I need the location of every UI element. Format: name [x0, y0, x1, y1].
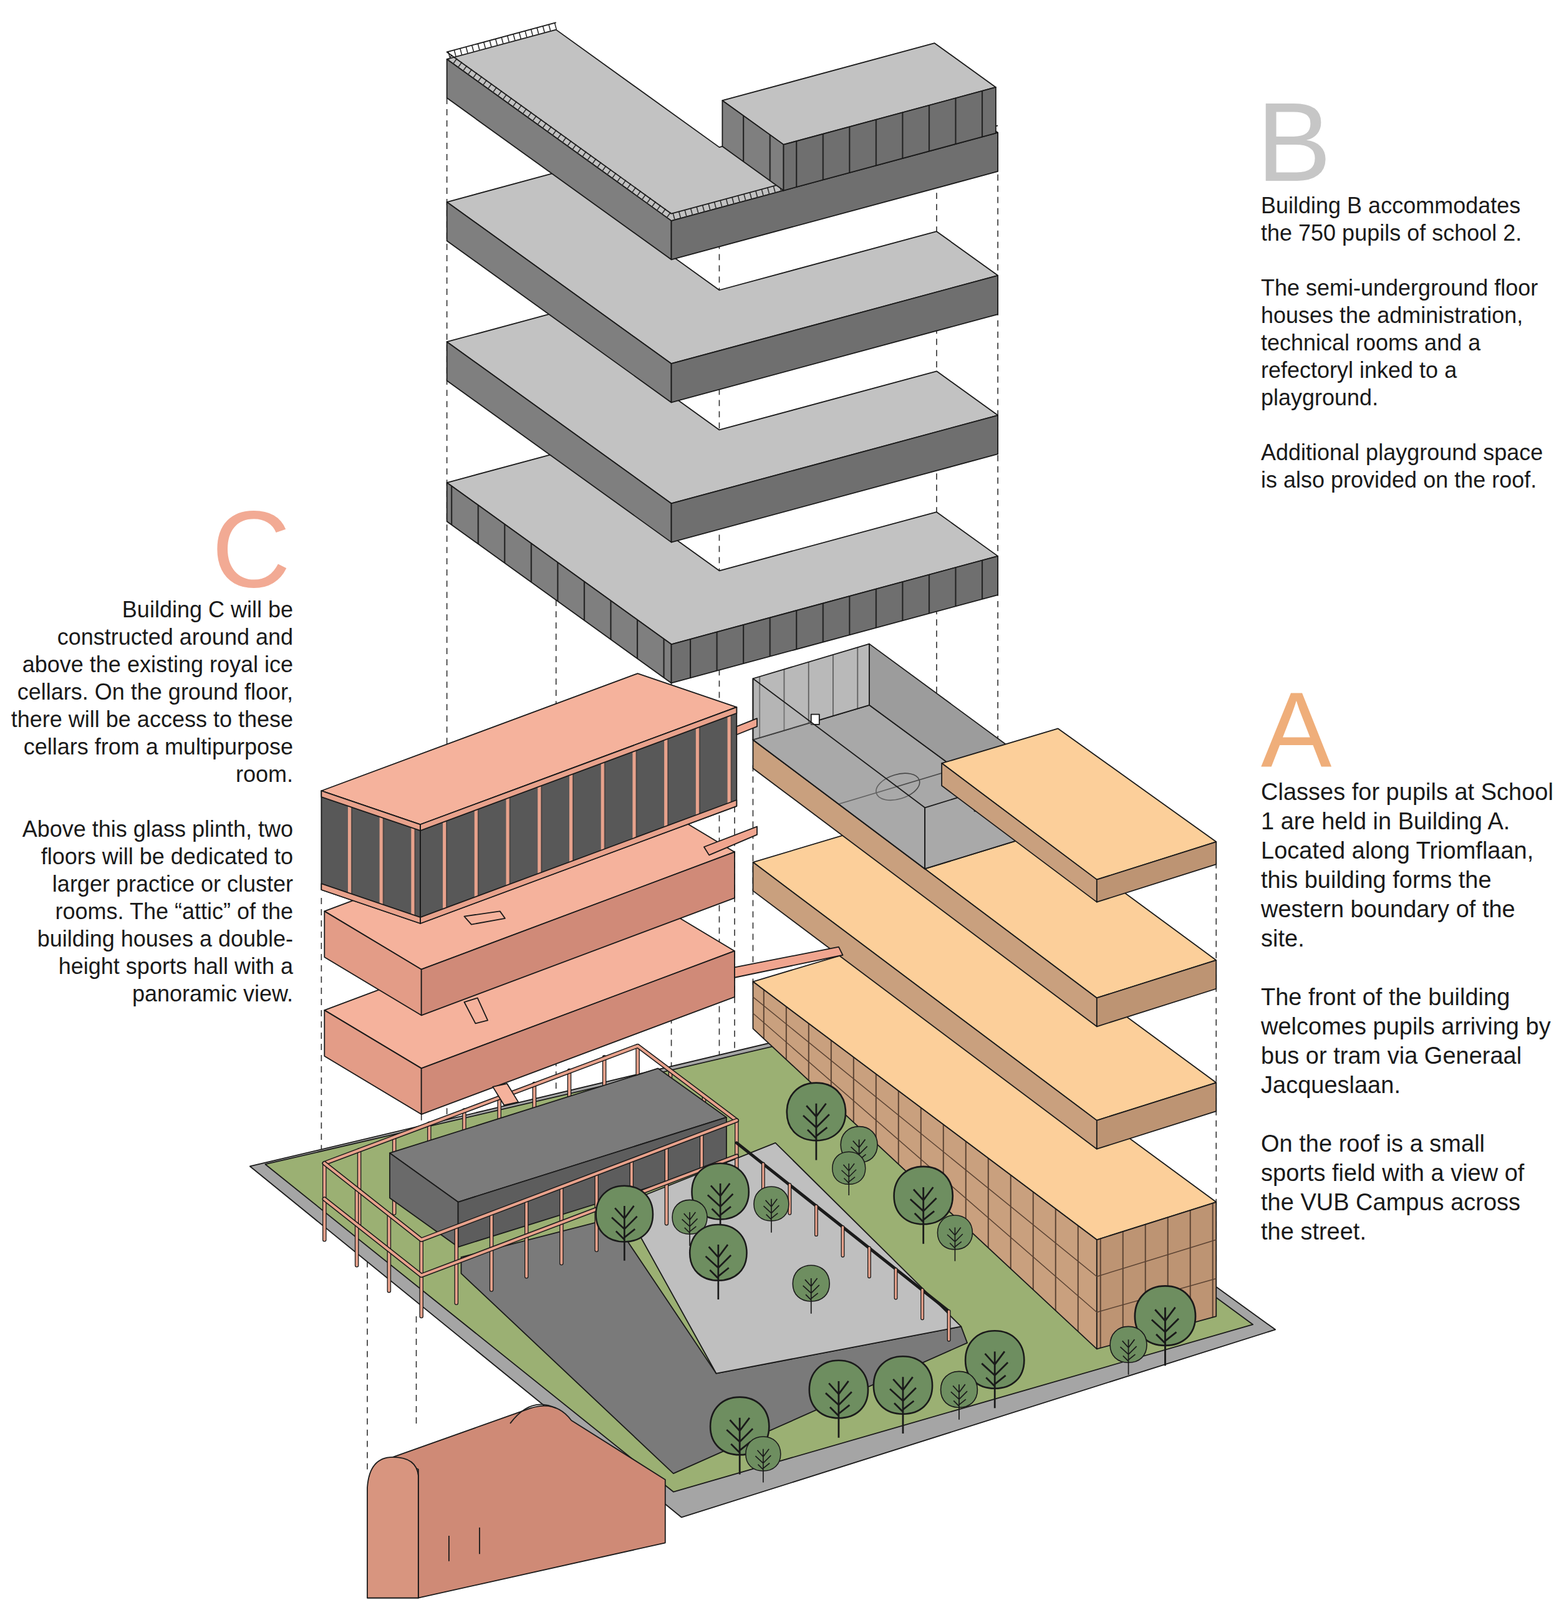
- footbridge: [734, 947, 843, 978]
- a-roof-side: [941, 763, 1097, 903]
- b-slab-front: [671, 275, 999, 403]
- description-text: The semi-underground floor houses the ad…: [1260, 274, 1555, 412]
- footbridge: [736, 718, 758, 735]
- c-slab-side: [324, 911, 421, 1016]
- description-text: Additional playground space is also prov…: [1260, 439, 1555, 494]
- tree: [792, 1265, 830, 1314]
- b-slab-front: [671, 415, 999, 543]
- description-text: Building C will be constructed around an…: [2, 596, 294, 789]
- c-rim: [321, 790, 421, 831]
- a-slab-front: [1096, 960, 1217, 1027]
- building-letter: C: [0, 494, 291, 604]
- existing-building-side: [389, 1153, 459, 1248]
- parapet: [447, 22, 999, 214]
- description-text: Building B accommodates the 750 pupils o…: [1260, 192, 1555, 247]
- a-slab-front: [1096, 1082, 1217, 1149]
- building-letter: B: [1256, 86, 1444, 199]
- c-rim: [321, 883, 421, 924]
- cellar-vault: [392, 1406, 666, 1599]
- tree: [941, 1371, 978, 1420]
- stair-tab: [463, 911, 505, 925]
- cellar-arch: [367, 1457, 419, 1599]
- parapet: [447, 26, 999, 218]
- tree: [745, 1436, 781, 1483]
- pergola-beam: [324, 1120, 737, 1276]
- tree: [786, 1083, 846, 1161]
- level-3: [321, 673, 1217, 925]
- b-windows: [671, 556, 999, 684]
- tree: [809, 1360, 869, 1439]
- tree: [1110, 1326, 1147, 1375]
- c-rim: [420, 707, 737, 831]
- pergola-beam: [324, 1120, 737, 1276]
- roof-pavilion-side: [722, 100, 784, 191]
- description-block: Building C will be constructed around an…: [2, 596, 294, 1008]
- stair-tab: [463, 997, 488, 1024]
- ice-cellar: [367, 1404, 666, 1598]
- projection-lines: [321, 91, 1217, 1475]
- description-text: Classes for pupils at School 1 are held …: [1260, 777, 1555, 954]
- tree: [832, 1151, 866, 1196]
- description-block: Building B accommodates the 750 pupils o…: [1260, 192, 1555, 494]
- description-text: The front of the building welcomes pupil…: [1260, 982, 1555, 1101]
- level-2: [324, 644, 1217, 1028]
- tree: [596, 1186, 653, 1261]
- c-slab-side: [324, 1010, 421, 1115]
- description-block: Classes for pupils at School 1 are held …: [1260, 777, 1555, 1247]
- building-b: [447, 22, 999, 683]
- tree: [873, 1356, 933, 1434]
- tree: [689, 1224, 747, 1300]
- pergola-columns: [324, 1120, 737, 1317]
- tree: [753, 1186, 789, 1233]
- cellar-rib: [448, 1404, 557, 1562]
- dashed-line: [321, 91, 1217, 1475]
- existing-building-front: [458, 1117, 727, 1248]
- stair-tab: [492, 1083, 519, 1106]
- pergola-columns: [324, 1120, 737, 1317]
- a-roof-front: [1096, 841, 1217, 903]
- description-text: On the roof is a small sports field with…: [1260, 1129, 1555, 1247]
- c-glass: [321, 790, 421, 924]
- b-roof-side: [447, 59, 672, 260]
- description-text: Above this glass plinth, two floors will…: [2, 815, 294, 1008]
- footbridge: [704, 826, 758, 856]
- roof-pavilion-front: [783, 87, 996, 191]
- court-glass: [752, 678, 925, 869]
- c-glass: [420, 707, 737, 924]
- building-letter: A: [1260, 676, 1448, 783]
- tree: [937, 1215, 973, 1262]
- c-rim: [420, 800, 737, 924]
